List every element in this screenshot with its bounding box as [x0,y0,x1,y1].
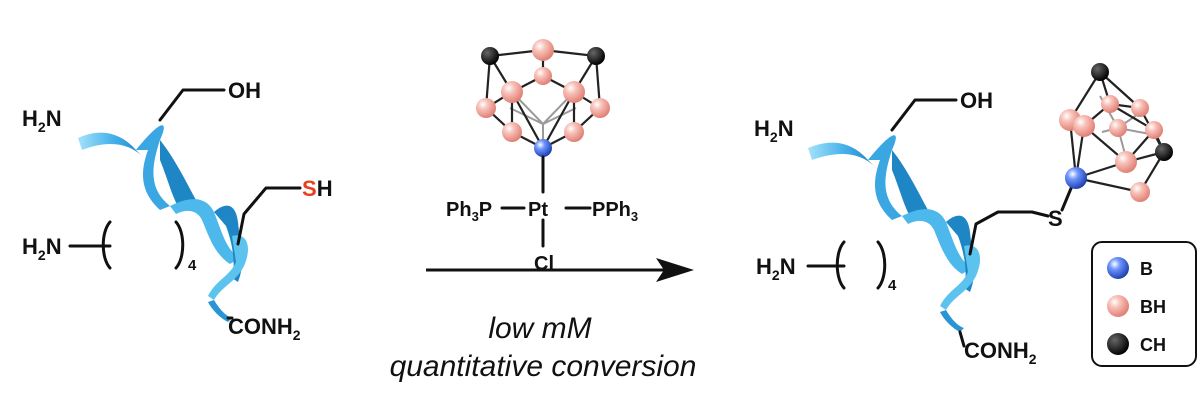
svg-text:BH: BH [1140,297,1166,317]
right-peptide: H2N OH S H2N 4 CONH2 [754,63,1173,367]
right-amine-lysine: H2N [756,254,796,283]
legend-item-bh: BH [1107,295,1166,317]
svg-text:CH: CH [1140,335,1166,355]
condition-concentration: low mM [488,312,591,345]
left-thiol: SH [302,176,333,201]
reaction-arrow [426,258,694,282]
reagent-cage [476,39,610,157]
right-hydroxyl: OH [960,88,993,113]
platinum-carborane-reagent: Ph3P Pt PPh3 Cl [446,39,638,275]
borohydride-sphere-icon [1107,295,1129,317]
left-amide: CONH2 [228,314,301,343]
left-amine-top: H2N [22,106,62,135]
right-repeat-count: 4 [888,277,897,294]
left-hydroxyl: OH [228,78,261,103]
legend-item-b: B [1107,257,1153,279]
carbon-sphere-icon [1107,333,1129,355]
reagent-right-ligand: PPh3 [592,199,638,224]
svg-text:B: B [1140,259,1153,279]
product-cage [1059,63,1173,202]
left-amine-lysine: H2N [22,234,62,263]
arrow-head-icon [656,258,694,282]
reagent-metal: Pt [528,199,548,221]
right-amine-top: H2N [754,116,794,145]
legend: B BH CH [1091,241,1197,367]
left-repeat-count: 4 [188,257,197,274]
legend-item-ch: CH [1107,333,1166,355]
reagent-halide: Cl [534,253,554,275]
condition-conversion: quantitative conversion [390,350,697,383]
left-peptide: H2N OH SH H2N 4 CONH2 [22,78,333,343]
right-amide: CONH2 [964,338,1037,367]
left-helix-ribbon [78,125,248,322]
right-helix-ribbon [808,135,980,332]
right-sulfur: S [1048,206,1063,231]
boron-sphere-icon [1107,257,1129,279]
reagent-left-ligand: Ph3P [446,199,492,224]
